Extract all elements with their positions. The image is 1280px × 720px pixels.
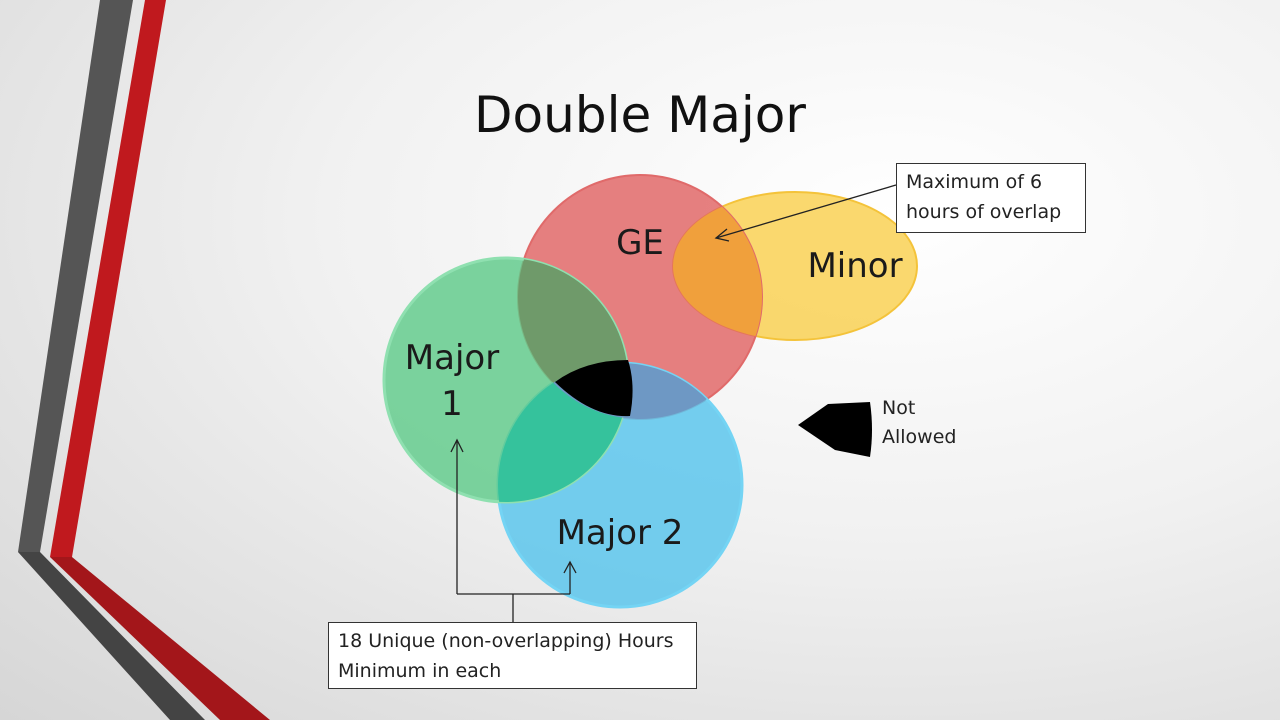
gray-stripe — [18, 0, 133, 552]
unique-hours-callout: 18 Unique (non-overlapping) Hours Minimu… — [328, 622, 697, 689]
not-allowed-line1: Not — [882, 397, 916, 419]
gray-lower-stripe — [18, 552, 205, 720]
decorative-stripes — [18, 0, 270, 720]
not-allowed-legend: Not Allowed — [882, 394, 956, 452]
major1-label: Major 1 — [392, 335, 512, 427]
ge-major1-overlap — [518, 258, 628, 419]
red-lower-stripe — [50, 557, 270, 720]
ge-minor-overlap — [673, 192, 762, 340]
major1-label-line2: 1 — [441, 384, 463, 424]
unique-hours-bracket — [450, 438, 577, 622]
not-allowed-legend-marker — [798, 402, 872, 457]
red-stripe — [50, 0, 166, 557]
ge-label: GE — [616, 223, 664, 263]
overlap-callout: Maximum of 6 hours of overlap — [896, 163, 1086, 233]
major2-label: Major 2 — [556, 513, 684, 553]
major1-label-line1: Major — [404, 338, 500, 378]
overlap-arrow — [714, 184, 897, 242]
not-allowed-region — [555, 360, 633, 417]
minor-label: Minor — [807, 246, 903, 286]
not-allowed-line2: Allowed — [882, 426, 957, 448]
slide-title: Double Major — [474, 86, 806, 144]
